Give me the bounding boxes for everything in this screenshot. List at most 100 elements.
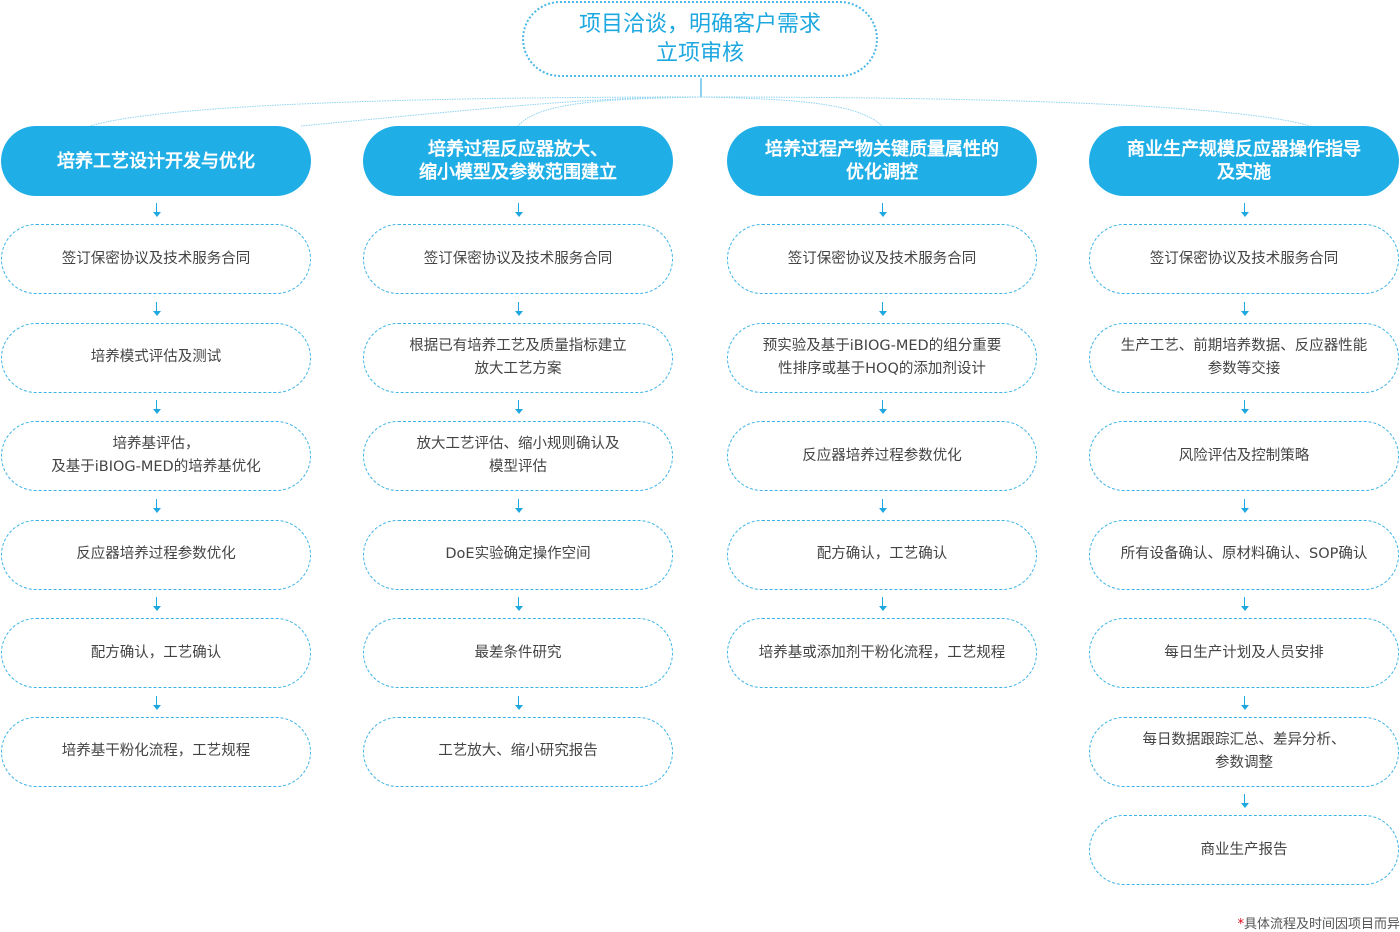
step-node: 培养模式评估及测试 [1,322,311,393]
arrow-down-icon [514,301,523,316]
step-node: 每日生产计划及人员安排 [1089,618,1399,688]
step-node: 培养基或添加剂干粉化流程，工艺规程 [727,618,1037,688]
node-text-line: 最差条件研究 [474,644,562,661]
branch-line [700,96,883,127]
arrow-down-icon [1240,794,1249,808]
node-text-line: 培养模式评估及测试 [90,349,222,365]
step-node: 培养基干粉化流程，工艺规程 [1,716,311,787]
node-text-line: 培养过程反应器放大、 [428,139,608,160]
node-text-line: 模型评估 [489,459,547,475]
node-text-line: DoE实验确定操作空间 [445,546,591,562]
step-node: 根据已有培养工艺及质量指标建立放大工艺方案 [363,322,673,393]
root-line: 项目洽谈，明确客户需求 [578,12,821,37]
node-text-line: 商业生产报告 [1200,841,1288,858]
branch-line [700,96,1311,127]
arrow-down-icon [1240,498,1249,513]
arrow-down-icon [514,400,523,414]
node-text-line: 工艺放大、缩小研究报告 [438,743,598,759]
step-node: 每日数据跟踪汇总、差异分析、参数调整 [1089,716,1399,787]
node-text-line: 培养基或添加剂干粉化流程，工艺规程 [758,644,1006,661]
node-text-line: 培养基评估， [112,436,200,452]
node-text-line: 配方确认，工艺确认 [816,546,948,562]
arrow-down-icon [152,400,161,414]
node-text-line: 根据已有培养工艺及质量指标建立 [409,337,627,354]
arrow-down-icon [152,301,161,316]
node-text-line: 参数等交接 [1207,360,1281,377]
node-text-line: 缩小模型及参数范围建立 [419,162,617,183]
node-text-line: 及实施 [1217,162,1271,183]
arrow-down-icon [878,498,887,513]
step-node: 签订保密协议及技术服务合同 [363,224,673,294]
node-text-line: 参数调整 [1215,754,1273,771]
footnote: *具体流程及时间因项目而异 [1237,913,1400,932]
node-text-line: 签订保密协议及技术服务合同 [1149,250,1339,267]
footnote-star: * [1237,917,1244,932]
node-text-line: 培养基干粉化流程，工艺规程 [61,743,251,759]
step-node: 预实验及基于iBIOG-MED的组分重要性排序或基于HOQ的添加剂设计 [727,322,1037,393]
step-node: 放大工艺评估、缩小规则确认及模型评估 [363,421,673,491]
step-node: 签订保密协议及技术服务合同 [1089,224,1399,294]
connector-lines [89,78,1311,127]
node-text-line: 预实验及基于iBIOG-MED的组分重要 [762,337,1002,354]
arrow-down-icon [152,597,161,611]
arrow-down-icon [878,301,887,316]
node-text-line: 配方确认，工艺确认 [90,644,222,661]
node-text-line: 风险评估及控制策略 [1178,447,1310,464]
node-text-line: 反应器培养过程参数优化 [76,546,236,562]
step-node: 配方确认，工艺确认 [1,618,311,688]
node-text-line: 每日数据跟踪汇总、差异分析、 [1142,731,1346,748]
node-text-line: 签订保密协议及技术服务合同 [61,250,251,267]
node-text-line: 签订保密协议及技术服务合同 [787,250,977,267]
arrow-down-icon [1240,203,1249,217]
step-node: 签订保密协议及技术服务合同 [727,224,1037,294]
node-text-line: 反应器培养过程参数优化 [802,447,962,464]
arrow-down-icon [1240,597,1249,611]
node-text-line: 及基于iBIOG-MED的培养基优化 [51,459,261,475]
step-node: 培养基评估， 及基于iBIOG-MED的培养基优化 [1,421,311,491]
root-line: 立项审核 [655,41,744,66]
arrow-down-icon [878,400,887,414]
arrow-down-icon [514,498,523,513]
arrow-down-icon [514,203,523,217]
step-node: 生产工艺、前期培养数据、反应器性能参数等交接 [1089,322,1399,393]
column-header: 培养过程反应器放大、缩小模型及参数范围建立 [363,126,673,196]
node-text-line: 培养工艺设计开发与优化 [57,150,255,172]
arrow-down-icon [878,203,887,217]
node-text-line: 性排序或基于HOQ的添加剂设计 [778,360,986,377]
step-node: 反应器培养过程参数优化 [727,421,1037,491]
step-node: 签订保密协议及技术服务合同 [1,224,311,294]
column-header: 培养过程产物关键质量属性的优化调控 [727,126,1037,196]
column-header: 培养工艺设计开发与优化 [1,126,311,196]
column-header: 商业生产规模反应器操作指导及实施 [1089,126,1399,196]
step-node: 最差条件研究 [363,618,673,688]
arrow-down-icon [1240,400,1249,414]
node-text-line: 优化调控 [846,162,918,183]
node-text-line: 签订保密协议及技术服务合同 [423,250,613,267]
arrow-down-icon [1240,695,1249,710]
arrow-down-icon [1240,301,1249,316]
root-node: 项目洽谈，明确客户需求 立项审核 [522,1,878,77]
step-node: 反应器培养过程参数优化 [1,519,311,590]
step-node: 商业生产报告 [1089,815,1399,885]
node-text-line: 生产工艺、前期培养数据、反应器性能 [1120,337,1368,354]
node-text-line: 所有设备确认、原材料确认、SOP确认 [1120,546,1368,562]
step-node: 风险评估及控制策略 [1089,421,1399,491]
branch-line [89,96,702,127]
arrow-down-icon [878,597,887,611]
arrow-down-icon [152,498,161,513]
step-node: DoE实验确定操作空间 [363,519,673,590]
footnote-text: 具体流程及时间因项目而异 [1243,917,1400,932]
arrow-down-icon [152,203,161,217]
step-node: 工艺放大、缩小研究报告 [363,716,673,787]
branch-line [300,96,702,127]
step-node: 所有设备确认、原材料确认、SOP确认 [1089,519,1399,590]
branch-line [517,96,702,127]
node-text-line: 放大工艺评估、缩小规则确认及 [416,436,620,452]
node-text-line: 每日生产计划及人员安排 [1164,644,1324,661]
node-text-line: 商业生产规模反应器操作指导 [1127,139,1361,160]
node-text-line: 放大工艺方案 [474,360,562,377]
arrow-down-icon [152,695,161,710]
arrow-down-icon [514,597,523,611]
step-node: 配方确认，工艺确认 [727,519,1037,590]
arrow-down-icon [514,695,523,710]
